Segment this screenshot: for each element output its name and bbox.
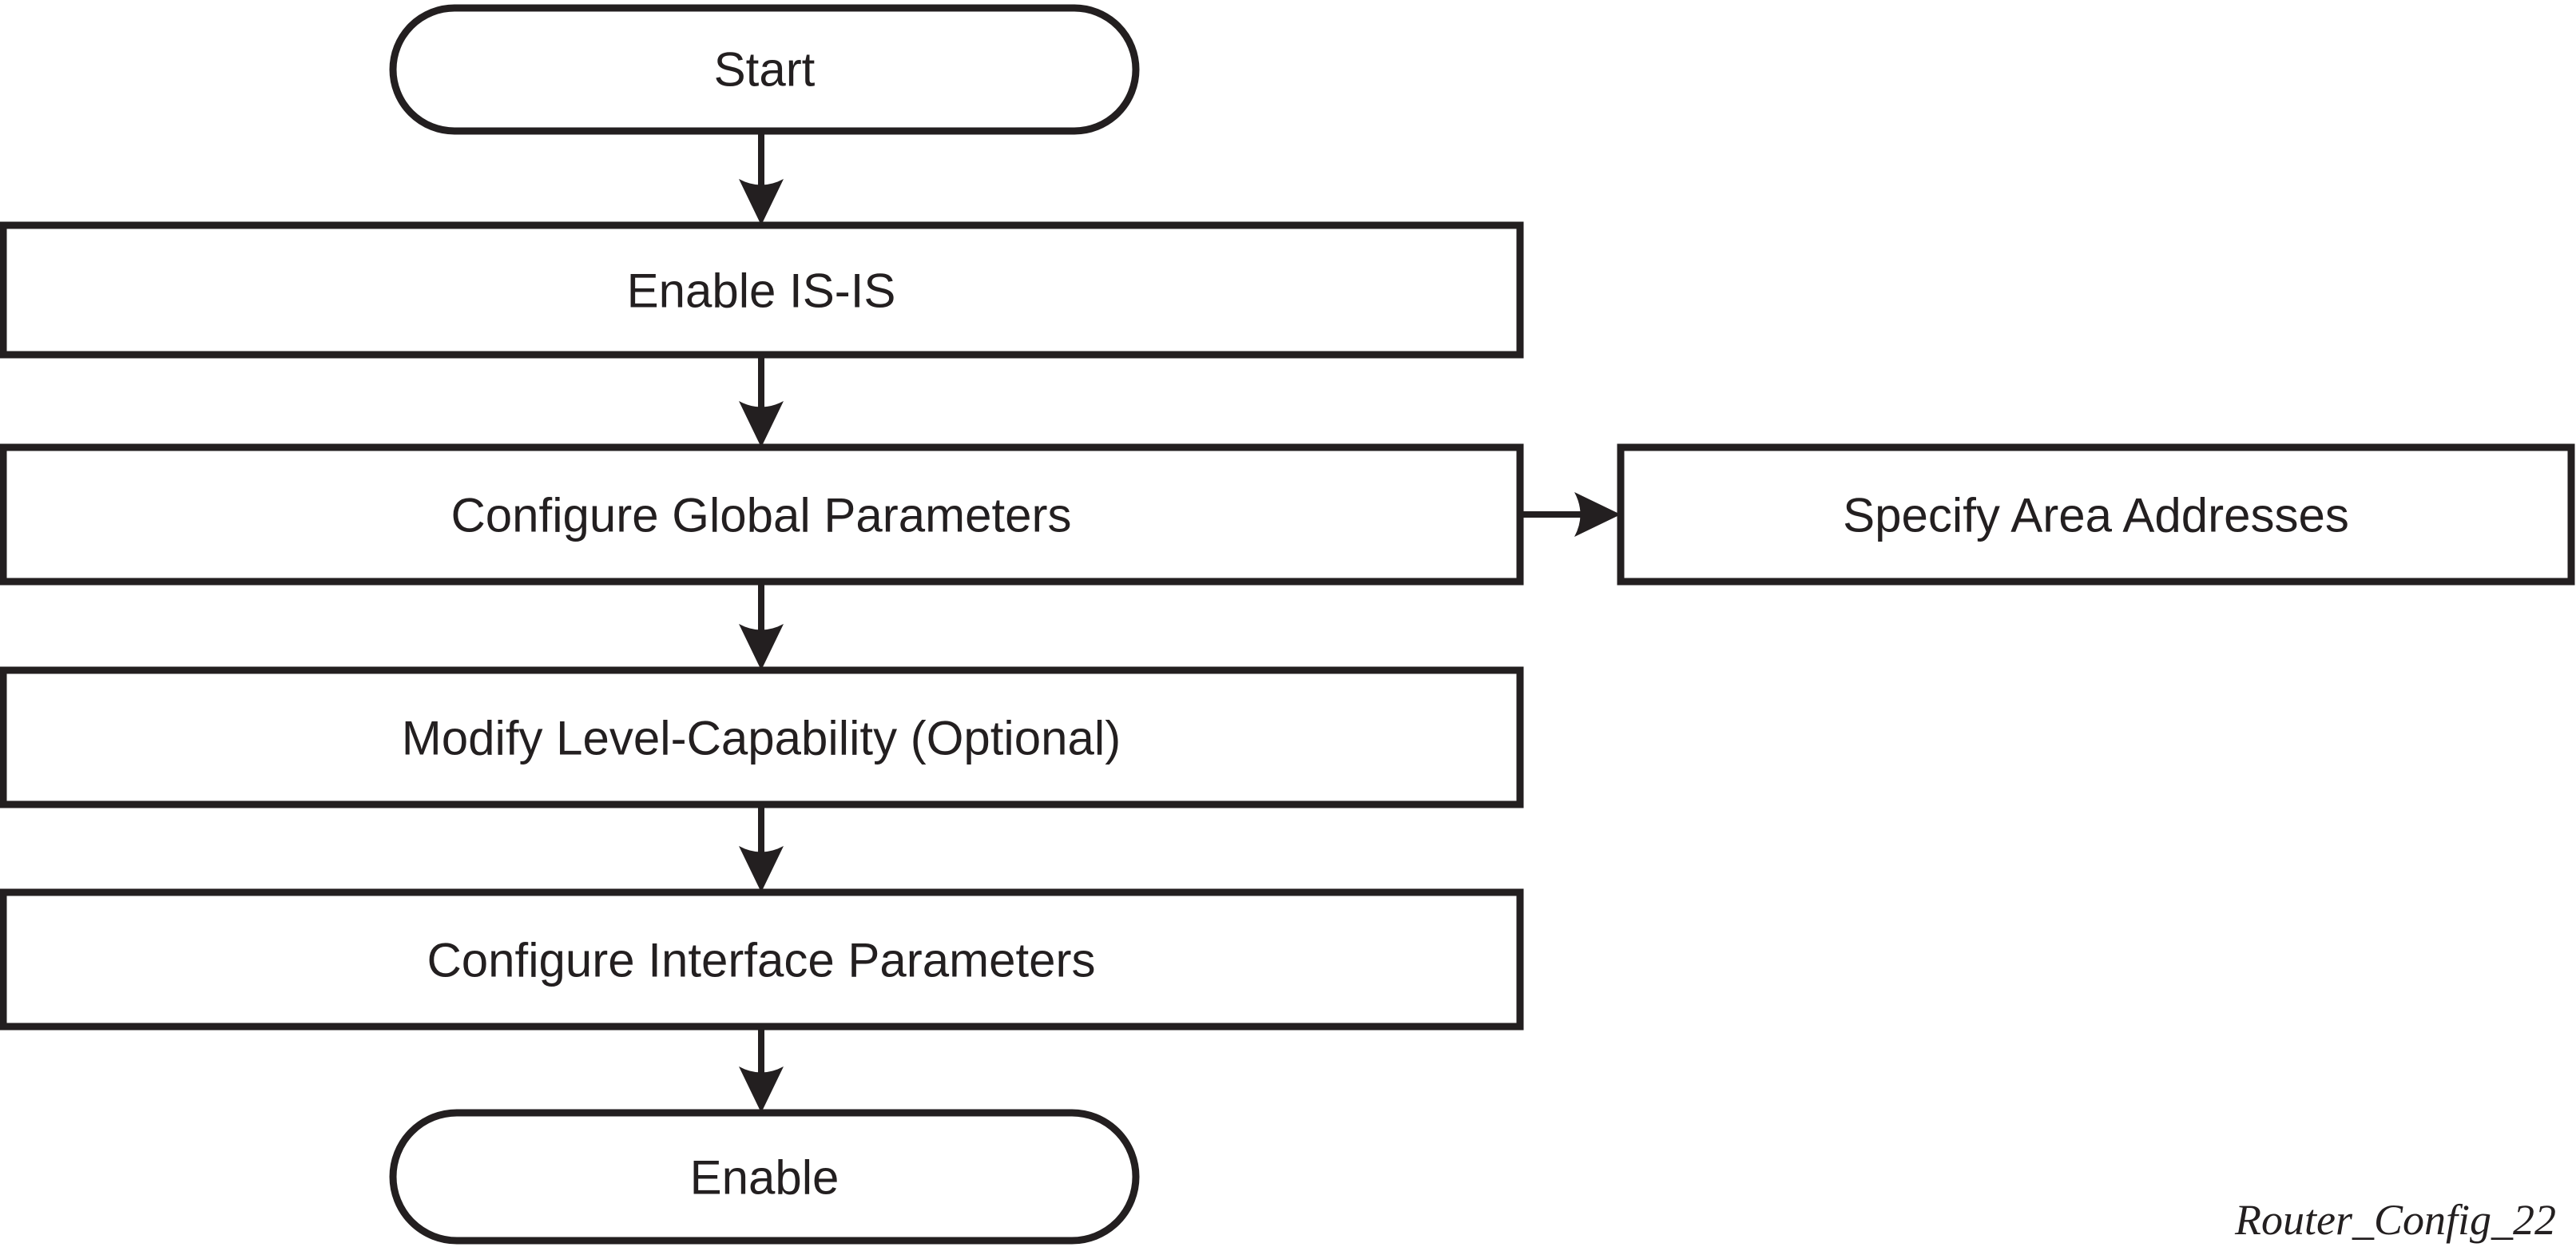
specify-area-label: Specify Area Addresses [1843,489,2349,542]
node-specify-area: Specify Area Addresses [1617,443,2575,586]
arrowhead-down-icon [739,846,784,892]
edge-enable-isis-to-configure-global [739,355,784,447]
edge-start-to-enable-isis [739,131,784,225]
arrowhead-right-icon [1574,492,1621,537]
start-label: Start [714,43,816,97]
node-start: Start [389,4,1140,135]
edge-configure-interface-to-enable [739,1027,784,1113]
figure-caption: Router_Config_22 [2234,1196,2556,1244]
enable-label: Enable [690,1151,839,1205]
edge-configure-global-to-modify-level [739,582,784,670]
arrowhead-down-icon [739,624,784,670]
node-configure-interface: Configure Interface Parameters [0,888,1524,1031]
configure-global-label: Configure Global Parameters [451,489,1071,542]
node-enable-isis: Enable IS-IS [0,221,1524,359]
specify-area-rect-shape [1617,443,2575,586]
enable-isis-rect-shape [0,221,1524,359]
node-enable: Enable [389,1109,1140,1245]
arrowhead-down-icon [739,401,784,447]
edge-configure-global-to-specify-area [1521,492,1621,537]
modify-level-label: Modify Level-Capability (Optional) [402,712,1121,765]
arrowhead-down-icon [739,1066,784,1113]
node-modify-level: Modify Level-Capability (Optional) [0,666,1524,808]
edge-modify-level-to-configure-interface [739,804,784,892]
node-configure-global: Configure Global Parameters [0,443,1524,586]
arrowhead-down-icon [739,179,784,225]
enable-stadium-shape [389,1109,1140,1245]
enable-isis-label: Enable IS-IS [627,264,896,318]
configure-interface-label: Configure Interface Parameters [427,934,1095,987]
